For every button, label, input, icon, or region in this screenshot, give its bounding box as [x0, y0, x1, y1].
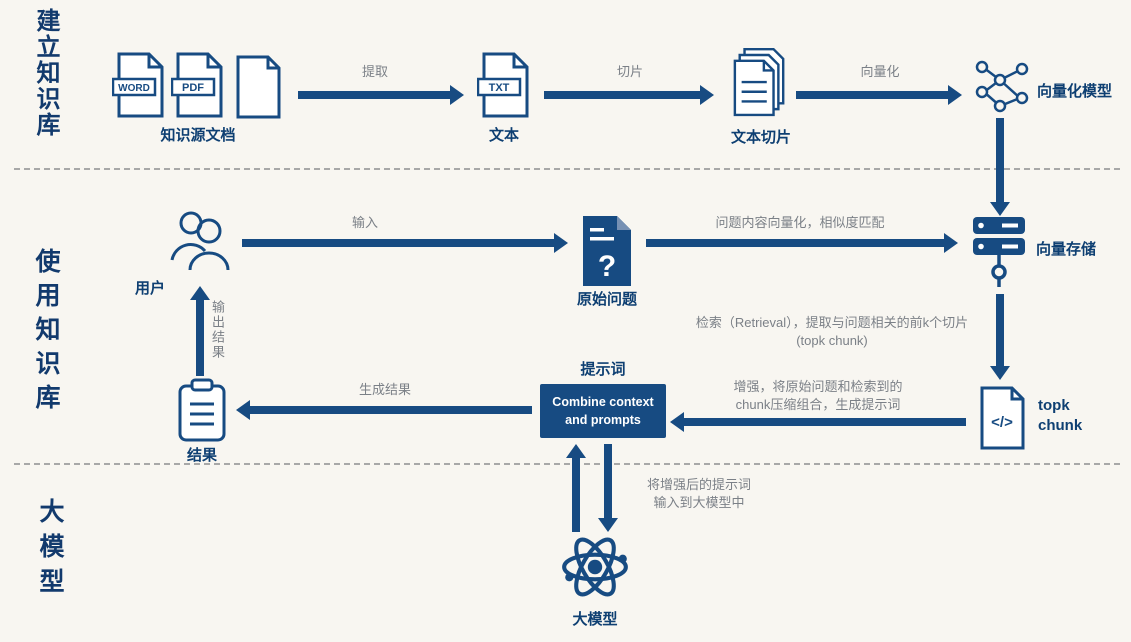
arrow-shaft: [996, 118, 1004, 203]
arrow-augment: [670, 412, 966, 432]
augment-edge-label-line1: 增强，将原始问题和检索到的: [733, 379, 903, 394]
result-label: 结果: [186, 447, 217, 464]
arrow-shaft: [249, 406, 532, 414]
feed-edge-label-line1: 将增强后的提示词: [646, 477, 751, 492]
arrow-model-to-store: [988, 118, 1012, 216]
source-docs-label: 知识源文档: [160, 127, 236, 144]
feed-edge-label: 将增强后的提示词 输入到大模型中: [624, 476, 774, 512]
input-edge-label: 输入: [351, 215, 378, 230]
arrow-output-result: [188, 286, 212, 376]
topk-chunk-label: topk chunk: [1038, 396, 1108, 437]
match-edge-label: 问题内容向量化，相似度匹配: [715, 215, 885, 230]
arrow-shaft: [646, 239, 945, 247]
slice-edge-label: 切片: [616, 64, 643, 79]
llm-atom-icon: [558, 530, 632, 604]
section-label-use: 使用知识库: [32, 248, 60, 418]
arrow-head: [990, 366, 1010, 380]
arrow-slice: [544, 85, 714, 105]
feed-edge-label-line2: 输入到大模型中: [653, 494, 745, 510]
vector-model-network-icon: [970, 58, 1034, 116]
vector-store-label: 向量存储: [1036, 241, 1097, 258]
retrieval-edge-label-line1: 检索（Retrieval），提取与问题相关的前k个切片: [695, 315, 969, 330]
section-label-llm: 大模型: [36, 498, 64, 603]
arrow-shaft: [683, 418, 966, 426]
arrow-input: [242, 233, 568, 253]
topk-chunk-code-icon: </>: [976, 386, 1028, 450]
arrow-head: [236, 400, 250, 420]
extract-edge-label: 提取: [361, 64, 388, 79]
vector-store-server-icon: [966, 214, 1032, 292]
combine-box-line1: Combine context: [552, 394, 654, 409]
arrow-shaft: [604, 444, 612, 519]
user-label: 用户: [134, 280, 165, 297]
retrieval-edge-label: 检索（Retrieval），提取与问题相关的前k个切片 (topk chunk): [648, 314, 1016, 350]
arrow-head: [554, 233, 568, 253]
augment-edge-label-line2: chunk压缩组合，生成提示词: [735, 396, 901, 412]
arrow-shaft: [544, 91, 701, 99]
plain-document-icon: [232, 55, 284, 119]
arrow-head: [700, 85, 714, 105]
section-divider-top: [14, 168, 1120, 170]
arrow-shaft: [242, 239, 555, 247]
arrow-shaft: [572, 457, 580, 532]
arrow-combine-to-llm: [596, 444, 620, 532]
generate-edge-label: 生成结果: [358, 382, 411, 397]
result-clipboard-icon: [176, 378, 228, 444]
arrow-llm-to-combine: [564, 444, 588, 532]
arrow-shaft: [298, 91, 451, 99]
arrow-shaft: [196, 299, 204, 376]
topk-chunk-label-line2: chunk: [1038, 417, 1083, 435]
question-document-icon: ?: [579, 214, 635, 288]
combine-context-prompts-box: Combine context and prompts: [540, 384, 666, 438]
chunks-label: 文本切片: [730, 129, 791, 146]
svg-text:</>: </>: [991, 414, 1013, 431]
arrow-head: [990, 202, 1010, 216]
svg-text:?: ?: [598, 250, 616, 283]
arrow-match: [646, 233, 958, 253]
svg-text:WORD: WORD: [118, 83, 150, 94]
retrieval-edge-label-line2: (topk chunk): [796, 332, 868, 348]
arrow-generate: [236, 400, 532, 420]
txt-document-icon: TXT: [477, 52, 531, 118]
arrow-head: [944, 233, 958, 253]
prompt-title: 提示词: [580, 361, 626, 378]
vector-model-label: 向量化模型: [1037, 83, 1113, 100]
stacked-documents-icon: [731, 46, 789, 122]
arrow-head: [190, 286, 210, 300]
arrow-shaft: [996, 294, 1004, 367]
arrow-head: [566, 444, 586, 458]
users-icon: [166, 208, 234, 274]
question-label: 原始问题: [576, 291, 637, 308]
arrow-store-to-topk: [988, 294, 1012, 380]
word-document-icon: WORD: [112, 52, 166, 118]
vectorize-edge-label: 向量化: [860, 64, 900, 79]
arrow-head: [598, 518, 618, 532]
combine-box-line2: and prompts: [565, 413, 641, 427]
arrow-head: [450, 85, 464, 105]
arrow-head: [948, 85, 962, 105]
pdf-document-icon: PDF: [171, 52, 225, 118]
section-divider-bottom: [14, 463, 1120, 465]
augment-edge-label: 增强，将原始问题和检索到的 chunk压缩组合，生成提示词: [668, 378, 968, 414]
topk-chunk-label-line1: topk: [1038, 397, 1070, 414]
llm-label: 大模型: [572, 611, 618, 628]
arrow-shaft: [796, 91, 949, 99]
arrow-head: [670, 412, 684, 432]
arrow-vectorize: [796, 85, 962, 105]
svg-text:PDF: PDF: [182, 82, 204, 94]
text-label: 文本: [488, 127, 519, 144]
svg-text:TXT: TXT: [489, 82, 510, 94]
section-label-build: 建立知识库: [32, 8, 59, 138]
output-edge-label: 输出结果: [209, 300, 225, 360]
arrow-extract: [298, 85, 464, 105]
